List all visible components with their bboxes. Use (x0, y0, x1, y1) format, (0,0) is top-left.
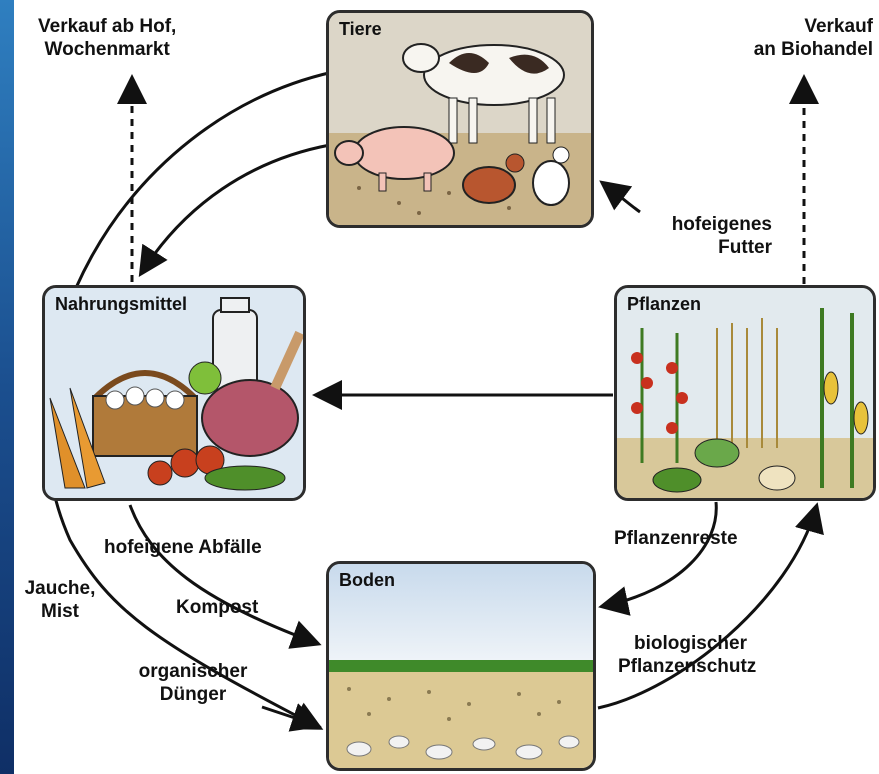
label-verkauf-bio: Verkauf an Biohandel (728, 15, 873, 61)
arrow-kompost (130, 505, 316, 643)
animals-illustration (329, 13, 591, 225)
box-title-pflanzen: Pflanzen (627, 294, 701, 315)
plants-illustration (617, 288, 873, 498)
food-illustration (45, 288, 303, 498)
tiere-box: Tiere (326, 10, 594, 228)
arrow-pflanzen-tiere (604, 184, 640, 212)
boden-box: Boden (326, 561, 596, 771)
label-jauche: Jauche, Mist (20, 577, 100, 623)
box-title-nahrungsmittel: Nahrungsmittel (55, 294, 187, 315)
box-title-tiere: Tiere (339, 19, 382, 40)
label-kompost: Kompost (176, 596, 258, 619)
arrow-duenger (262, 707, 316, 725)
label-verkauf-hof: Verkauf ab Hof, Wochenmarkt (38, 15, 176, 61)
label-futter: hofeigenes Futter (612, 213, 772, 259)
soil-illustration (329, 564, 593, 768)
label-abfaelle: hofeigene Abfälle (104, 536, 262, 559)
pflanzen-box: Pflanzen (614, 285, 876, 501)
label-schutz: biologischer Pflanzenschutz (618, 632, 818, 678)
nahrungsmittel-box: Nahrungsmittel (42, 285, 306, 501)
arrow-pflanzenreste (604, 502, 716, 606)
label-pflanzenreste: Pflanzenreste (614, 527, 738, 550)
arrow-tiere-nahrung (142, 145, 330, 272)
label-duenger: organischer Dünger (118, 660, 268, 706)
box-title-boden: Boden (339, 570, 395, 591)
